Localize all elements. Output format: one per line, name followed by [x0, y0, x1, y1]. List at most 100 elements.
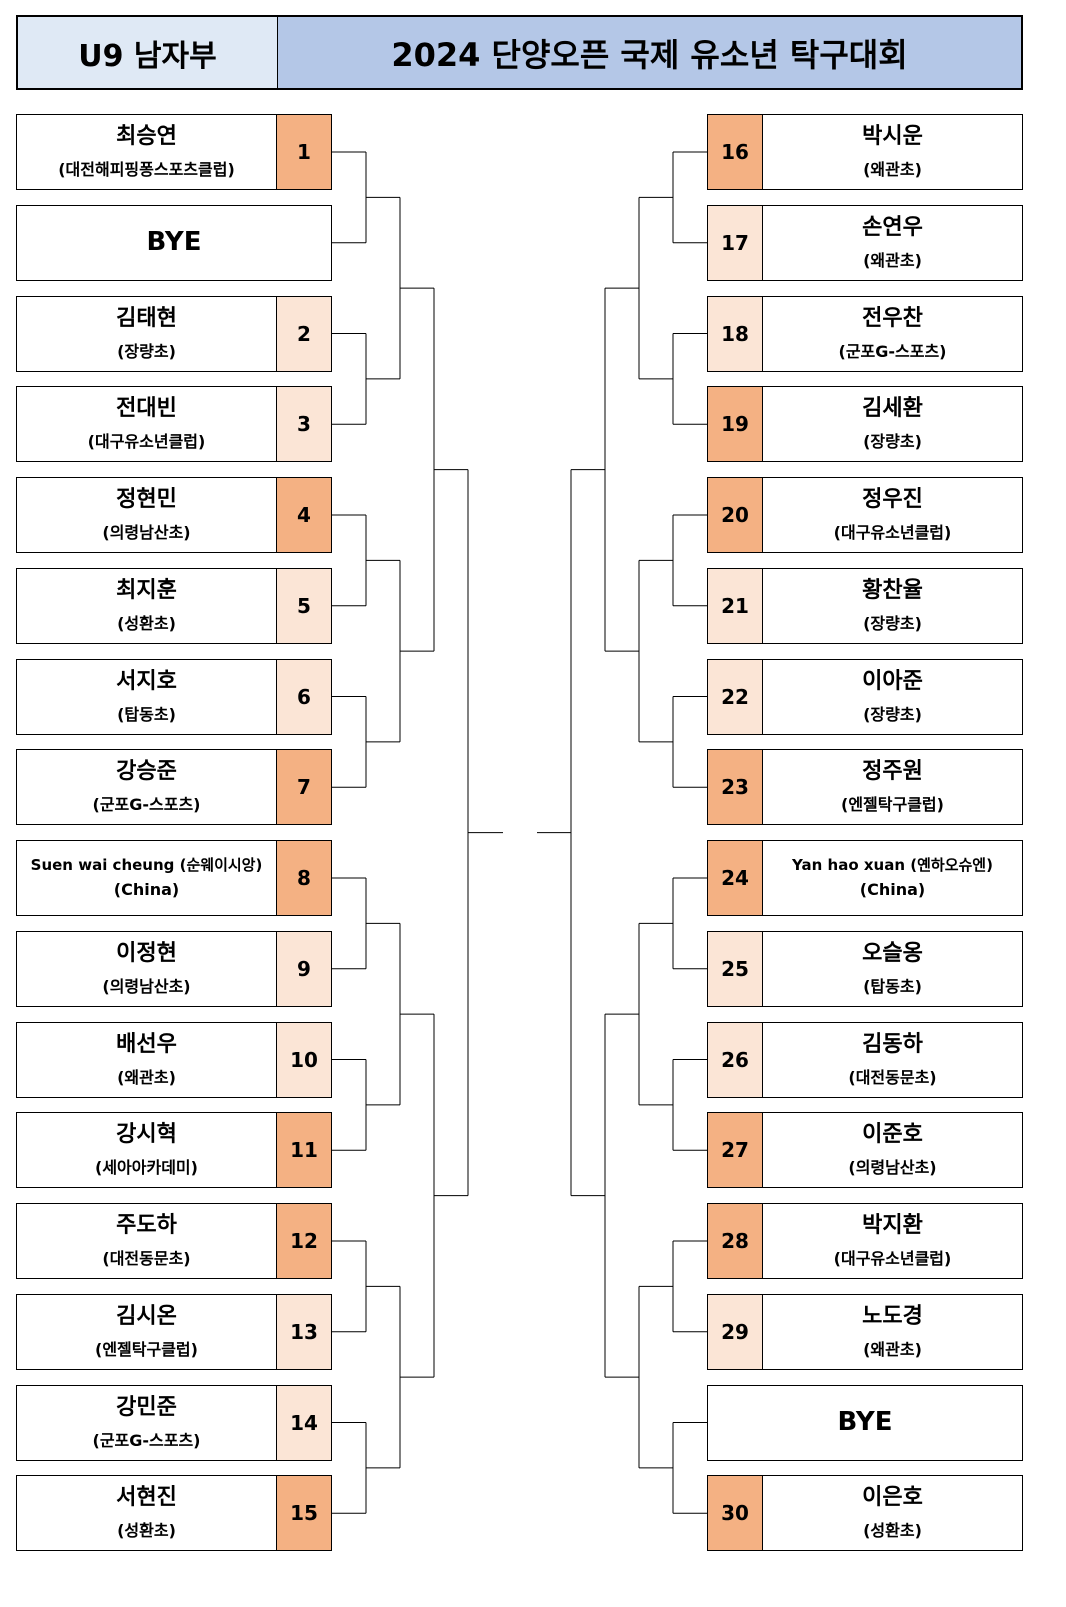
player-info: 최지훈(성환초) [17, 569, 276, 643]
player-name: 손연우 [862, 215, 923, 241]
seed-number: 23 [708, 750, 763, 824]
seed-number: 18 [708, 297, 763, 371]
player-info: 황찬율 (장량초) [763, 569, 1022, 643]
player-info: 서현진 (성환초) [17, 1476, 276, 1550]
player-club: (왜관초) [863, 1339, 922, 1359]
seed-number: 2 [276, 297, 331, 371]
player-name: Yan hao xuan (옌하오슈엔) [792, 855, 993, 874]
player-club: (의령남산초) [102, 522, 191, 542]
player-club: (엔젤탁구클럽) [95, 1339, 198, 1359]
player-info: 주도하(대전동문초) [17, 1204, 276, 1278]
player-name: 황찬율 [862, 578, 923, 604]
player-name: 최승연 [116, 124, 177, 150]
seed-number: 3 [276, 387, 331, 461]
player-club: (성환초) [117, 1520, 176, 1540]
player-club: (장량초) [863, 431, 922, 451]
player-club: (탑동초) [863, 976, 922, 996]
player-club: (엔젤탁구클럽) [841, 794, 944, 814]
player-name: 전우찬 [862, 306, 923, 332]
player-name: 정주원 [862, 759, 923, 785]
player-name: 김세환 [862, 396, 923, 422]
player-entry: 최지훈(성환초)5 [16, 568, 332, 644]
player-info: 이정현(의령남산초) [17, 932, 276, 1006]
player-info: 정주원 (엔젤탁구클럽) [763, 750, 1022, 824]
player-club: (탑동초) [117, 704, 176, 724]
player-entry: 김태현(장량초)2 [16, 296, 332, 372]
player-info: 강시혁(세아아카데미) [17, 1113, 276, 1187]
player-club: (군포G-스포츠) [838, 341, 947, 361]
seed-number: 22 [708, 660, 763, 734]
player-club: (성환초) [117, 613, 176, 633]
player-info: 이은호(성환초) [763, 1476, 1022, 1550]
player-info: BYE [708, 1386, 1022, 1460]
player-name: 이은호 [862, 1485, 923, 1511]
tournament-title: 2024 단양오픈 국제 유소년 탁구대회 [278, 17, 1021, 88]
player-info: 강민준(군포G-스포츠) [17, 1386, 276, 1460]
player-info: BYE [17, 206, 331, 280]
player-entry: 이정현(의령남산초)9 [16, 931, 332, 1007]
seed-number: 4 [276, 478, 331, 552]
player-club: (왜관초) [117, 1067, 176, 1087]
player-club: (왜관초) [863, 250, 922, 270]
player-entry: 정현민 (의령남산초) 4 [16, 477, 332, 553]
player-info: 전대빈 (대구유소년클럽) [17, 387, 276, 461]
player-name: 서지호 [116, 669, 177, 695]
player-name: 서현진 [116, 1485, 177, 1511]
player-entry: 27 이준호 (의령남산초) [707, 1112, 1023, 1188]
player-name: 박시운 [862, 124, 923, 150]
seed-number: 26 [708, 1023, 763, 1097]
player-name: 전대빈 [116, 396, 177, 422]
player-info: 배선우(왜관초) [17, 1023, 276, 1097]
player-entry: Suen wai cheung (순웨이시앙)(China)8 [16, 840, 332, 916]
player-name: 김시온 [116, 1304, 177, 1330]
player-entry: 강시혁(세아아카데미)11 [16, 1112, 332, 1188]
player-club: (의령남산초) [102, 976, 191, 996]
category-label: U9 남자부 [18, 17, 278, 88]
bye-label: BYE [146, 227, 202, 258]
player-entry: 서현진(성환초)15 [16, 1475, 332, 1551]
player-info: 정현민 (의령남산초) [17, 478, 276, 552]
player-info: 김태현(장량초) [17, 297, 276, 371]
seed-number: 17 [708, 206, 763, 280]
player-club: (대전동문초) [848, 1067, 937, 1087]
player-info: 김시온 (엔젤탁구클럽) [17, 1295, 276, 1369]
player-name: 김동하 [862, 1032, 923, 1058]
player-club: (군포G-스포츠) [92, 1430, 201, 1450]
seed-number: 27 [708, 1113, 763, 1187]
seed-number: 1 [276, 115, 331, 189]
seed-number: 20 [708, 478, 763, 552]
seed-number: 11 [276, 1113, 331, 1187]
player-entry: 김시온(엔젤탁구클럽)13 [16, 1294, 332, 1370]
player-club: (대전동문초) [102, 1248, 191, 1268]
seed-number: 5 [276, 569, 331, 643]
player-club: (장량초) [863, 613, 922, 633]
seed-number: 16 [708, 115, 763, 189]
player-info: 최승연(대전해피핑퐁스포츠클럽) [17, 115, 276, 189]
player-info: 이준호 (의령남산초) [763, 1113, 1022, 1187]
player-entry: 17 손연우 (왜관초) [707, 205, 1023, 281]
player-club: (대구유소년클럽) [87, 431, 206, 451]
player-name: 김태현 [116, 306, 177, 332]
player-club: (장량초) [863, 704, 922, 724]
seed-number: 12 [276, 1204, 331, 1278]
player-club: (왜관초) [863, 159, 922, 179]
seed-number: 10 [276, 1023, 331, 1097]
player-club: (군포G-스포츠) [92, 794, 201, 814]
player-name: 이아준 [862, 669, 923, 695]
seed-number: 29 [708, 1295, 763, 1369]
player-name: 정현민 [116, 487, 177, 513]
player-entry: 강민준(군포G-스포츠)14 [16, 1385, 332, 1461]
player-club: (세아아카데미) [95, 1157, 198, 1177]
player-club: (의령남산초) [848, 1157, 937, 1177]
player-info: 정우진(대구유소년클럽) [763, 478, 1022, 552]
player-name: 이준호 [862, 1122, 923, 1148]
seed-number: 14 [276, 1386, 331, 1460]
player-club: (대구유소년클럽) [833, 1248, 952, 1268]
seed-number: 30 [708, 1476, 763, 1550]
